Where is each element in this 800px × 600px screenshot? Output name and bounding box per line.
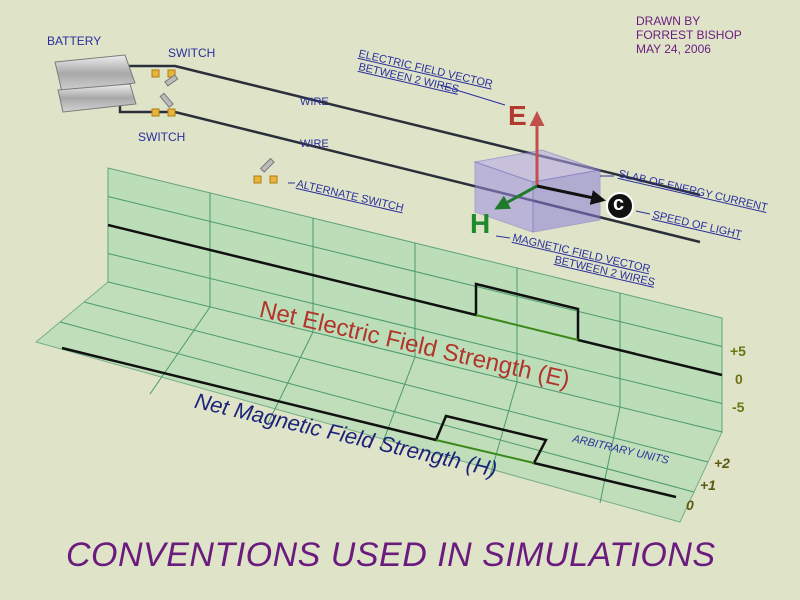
h-vector-arrow (494, 184, 538, 210)
magnetic-field-trace (61, 346, 677, 499)
propagation-arrow (536, 184, 606, 205)
bottom-switch (151, 92, 176, 117)
electric-tick-plus5: +5 (730, 343, 746, 359)
h-symbol: H (470, 208, 491, 239)
switch-top-label: SWITCH (168, 46, 216, 60)
battery-label: BATTERY (47, 34, 102, 48)
electric-tick-minus5: -5 (732, 399, 745, 415)
electric-tick-0: 0 (735, 371, 743, 387)
magnetic-tick-plus1: +1 (700, 477, 716, 493)
leader-lines (288, 84, 651, 239)
magnetic-tick-0: 0 (686, 497, 694, 513)
top-switch (151, 69, 179, 87)
wire-top-label: WIRE (300, 96, 329, 108)
credit-author: FORREST BISHOP (636, 28, 742, 42)
c-symbol: c (613, 193, 625, 215)
electric-field-green-segment (475, 314, 579, 341)
switch-bottom-label: SWITCH (138, 130, 186, 144)
wire-bottom-label: WIRE (300, 138, 329, 150)
alternate-switch (253, 157, 278, 184)
electric-field-trace (107, 223, 723, 377)
magnetic-tick-plus2: +2 (714, 455, 730, 471)
footer-title: CONVENTIONS USED IN SIMULATIONS (66, 536, 716, 574)
magnetic-field-green-segment (435, 439, 535, 464)
credit-drawn-by: DRAWN BY (636, 14, 701, 28)
credit-date: MAY 24, 2006 (636, 42, 711, 56)
battery (54, 54, 137, 113)
bottom-wire (118, 101, 701, 244)
speed-of-light-symbol (606, 192, 634, 220)
e-symbol: E (508, 100, 527, 131)
